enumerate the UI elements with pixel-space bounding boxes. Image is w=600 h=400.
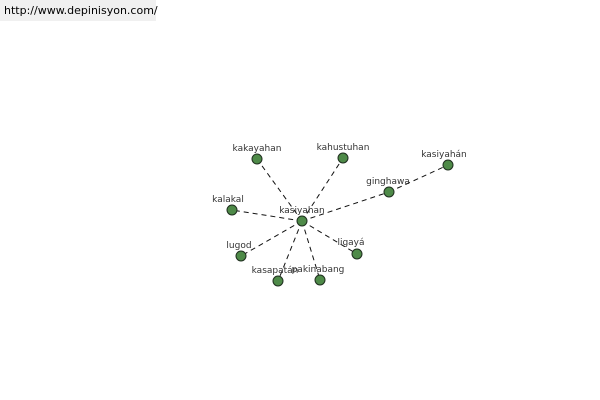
edge-ginghawa-kasiyahan-accent (388, 164, 449, 193)
node-kakayahan[interactable] (251, 153, 263, 165)
node-pakinabang[interactable] (314, 274, 326, 286)
edges-layer (231, 157, 449, 282)
nodes-layer (226, 152, 454, 287)
node-center[interactable] (296, 215, 308, 227)
edge-center-ginghawa (301, 191, 390, 222)
edge-center-kalakal (231, 209, 303, 222)
edge-center-kasapatan (277, 220, 303, 282)
labels-layer: kasiyahan kakayahan kahustuhan kasiyahán gin… (212, 143, 467, 276)
node-label-kasapatan: kasapatán (252, 266, 299, 276)
edge-center-kahustuhan (301, 157, 344, 222)
node-label-kalakal: kalakal (212, 195, 244, 205)
node-label-ligaya: ligayá (337, 238, 364, 248)
node-label-kakayahan: kakayahan (233, 144, 282, 154)
node-label-center: kasiyahan (279, 206, 325, 216)
node-lugod[interactable] (235, 250, 247, 262)
edge-center-lugod (240, 220, 303, 257)
node-label-pakinabang: pakinabang (292, 265, 345, 275)
node-label-ginghawa: ginghawa (366, 177, 410, 187)
node-label-kahustuhan: kahustuhan (317, 143, 370, 153)
node-label-lugod: lugod (226, 241, 251, 251)
edge-center-kakayahan (256, 158, 303, 222)
node-label-kasiyahan-accent: kasiyahán (421, 150, 467, 160)
edge-center-pakinabang (301, 220, 321, 281)
node-kalakal[interactable] (226, 204, 238, 216)
node-kasiyahan-accent[interactable] (442, 159, 454, 171)
node-kasapatan[interactable] (272, 275, 284, 287)
edge-center-ligaya (301, 220, 358, 255)
url-banner[interactable]: http://www.depinisyon.com/ (0, 0, 158, 21)
node-ginghawa[interactable] (383, 186, 395, 198)
node-kahustuhan[interactable] (337, 152, 349, 164)
node-ligaya[interactable] (351, 248, 363, 260)
